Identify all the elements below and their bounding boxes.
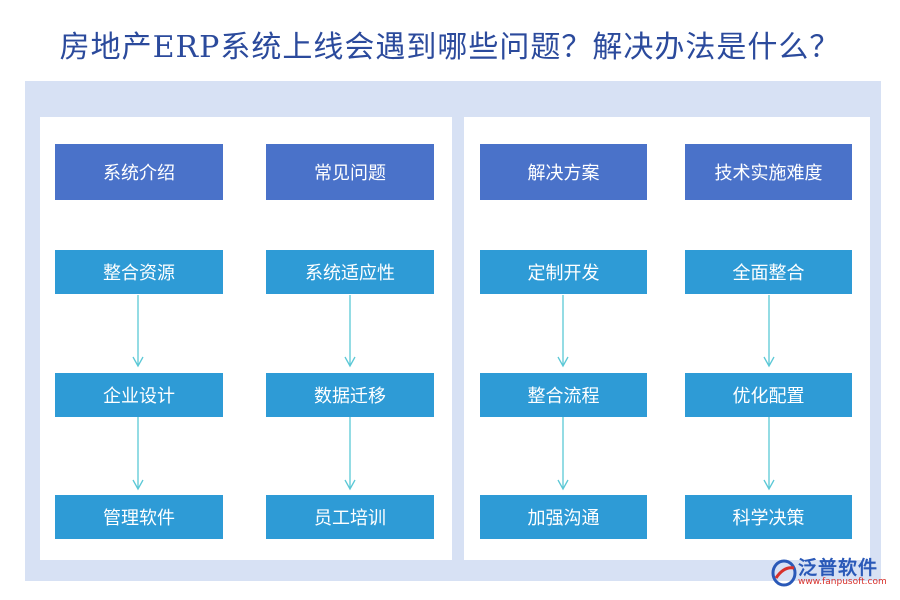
brand-name: 泛普软件 [798, 557, 879, 579]
page-title: 房地产ERP系统上线会遇到哪些问题？解决办法是什么？ [59, 30, 841, 65]
column-2-item-2: 数据迁移 [266, 373, 434, 417]
column-1-item-1: 整合资源 [55, 250, 223, 294]
brand-url: www.fanpusoft.com [798, 577, 887, 587]
column-header-2: 常见问题 [266, 144, 434, 200]
column-4-item-3: 科学决策 [685, 495, 852, 539]
column-3-item-1: 定制开发 [480, 250, 647, 294]
column-header-1: 系统介绍 [55, 144, 223, 200]
column-2-item-1: 系统适应性 [266, 250, 434, 294]
brand-logo-icon [771, 559, 797, 587]
column-header-4: 技术实施难度 [685, 144, 852, 200]
column-2-item-3: 员工培训 [266, 495, 434, 539]
column-4-item-1: 全面整合 [685, 250, 852, 294]
column-3-item-2: 整合流程 [480, 373, 647, 417]
column-3-item-3: 加强沟通 [480, 495, 647, 539]
column-header-3: 解决方案 [480, 144, 647, 200]
column-1-item-2: 企业设计 [55, 373, 223, 417]
column-1-item-3: 管理软件 [55, 495, 223, 539]
column-4-item-2: 优化配置 [685, 373, 852, 417]
